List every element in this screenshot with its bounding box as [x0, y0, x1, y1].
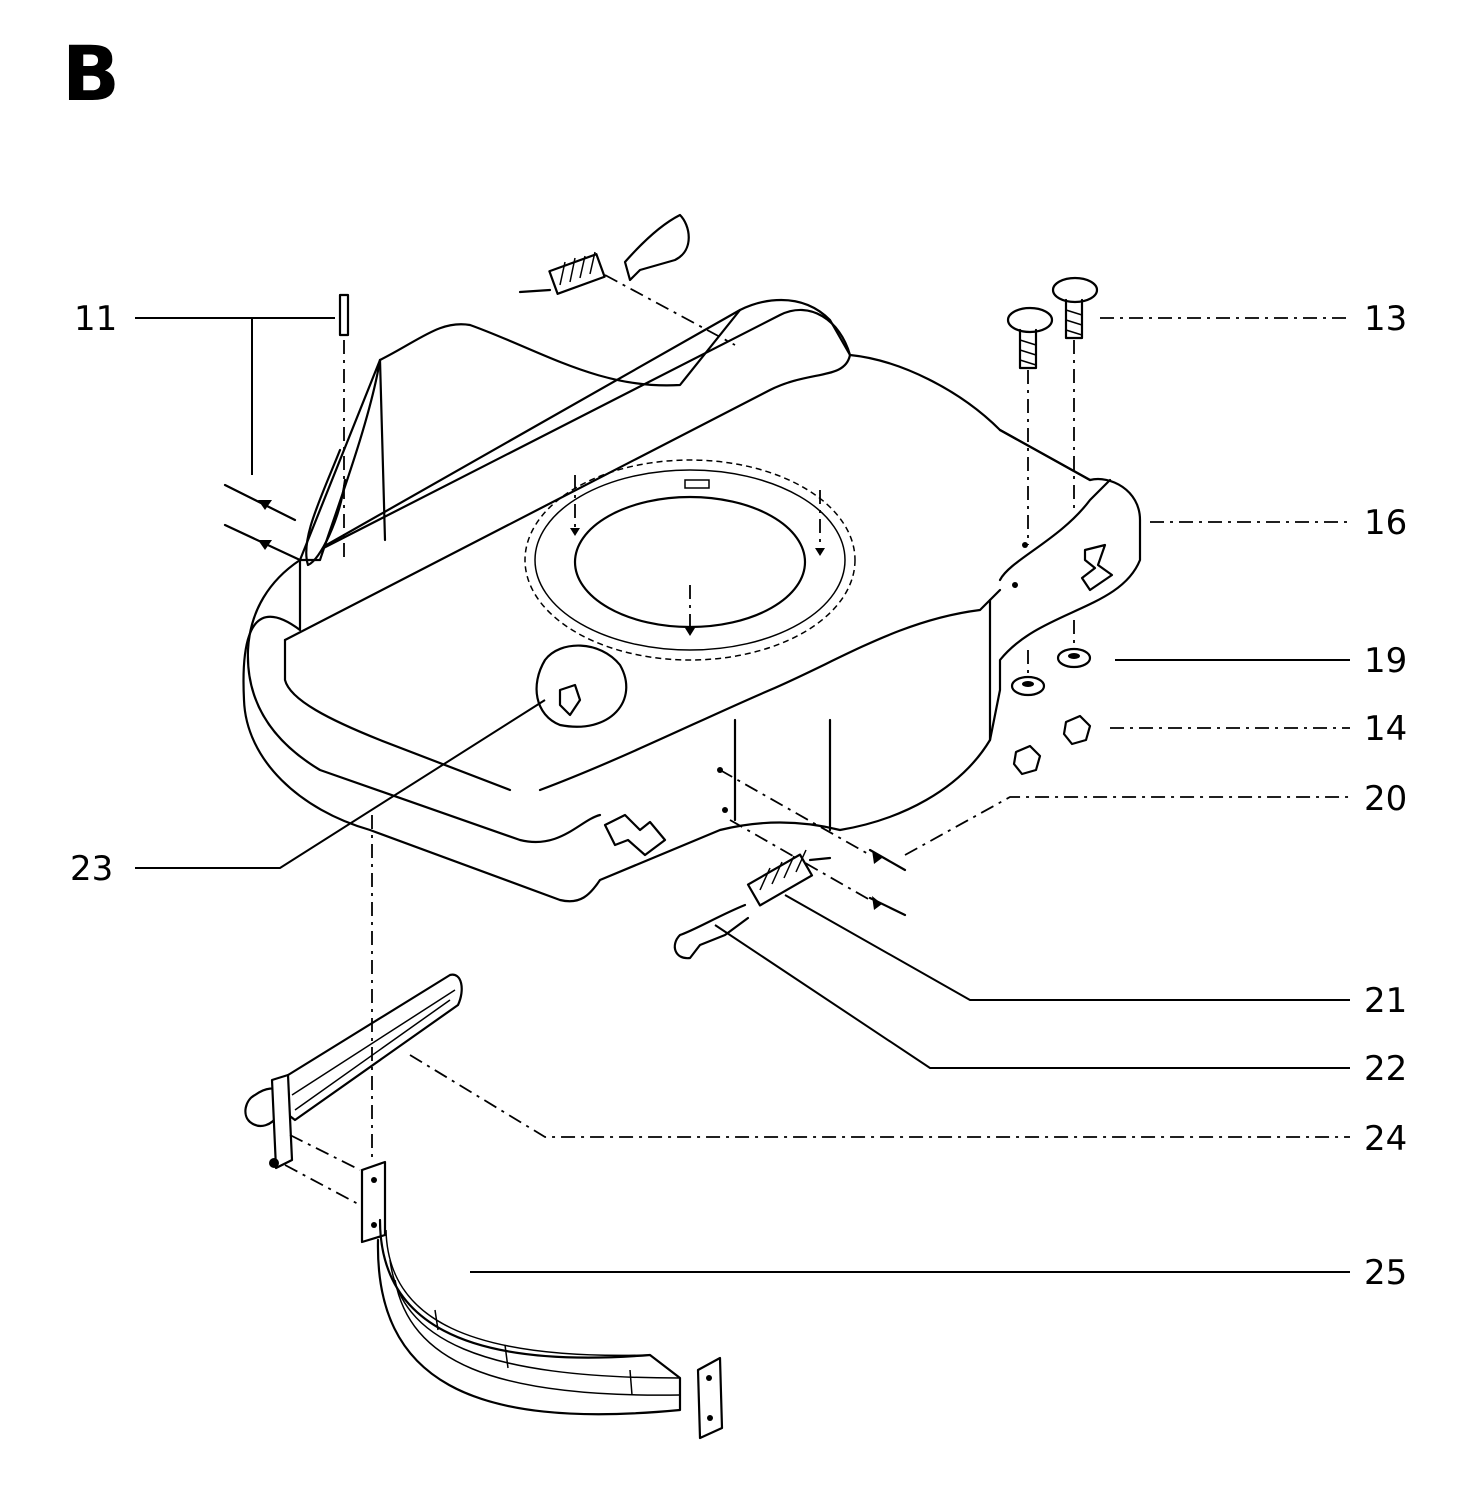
- latch-part-23: [535, 644, 628, 728]
- callout-13: 13: [1364, 299, 1407, 339]
- spring-hook-lower: [673, 769, 907, 960]
- callout-11: 11: [74, 299, 117, 339]
- callout-14: 14: [1364, 709, 1407, 749]
- callout-20: 20: [1364, 779, 1407, 819]
- callout-19: 19: [1364, 641, 1407, 681]
- bracket-arm-part-24: [244, 973, 463, 1206]
- callout-23: 23: [70, 849, 113, 889]
- pin-part-11: [223, 293, 350, 562]
- bolts-part-13: [1006, 276, 1099, 545]
- section-letter: B: [62, 29, 120, 118]
- blade-opening: [524, 459, 856, 661]
- mower-deck-housing: [242, 299, 1142, 903]
- spring-hook-upper: [518, 213, 736, 346]
- washers-nuts-parts-19-14: [1010, 620, 1092, 776]
- callout-24: 24: [1364, 1119, 1407, 1159]
- curved-strap-part-25: [360, 815, 724, 1440]
- callout-25: 25: [1364, 1253, 1407, 1293]
- leader-lines: [135, 317, 1350, 1273]
- callout-21: 21: [1364, 981, 1407, 1021]
- callout-22: 22: [1364, 1049, 1407, 1089]
- callout-16: 16: [1364, 503, 1407, 543]
